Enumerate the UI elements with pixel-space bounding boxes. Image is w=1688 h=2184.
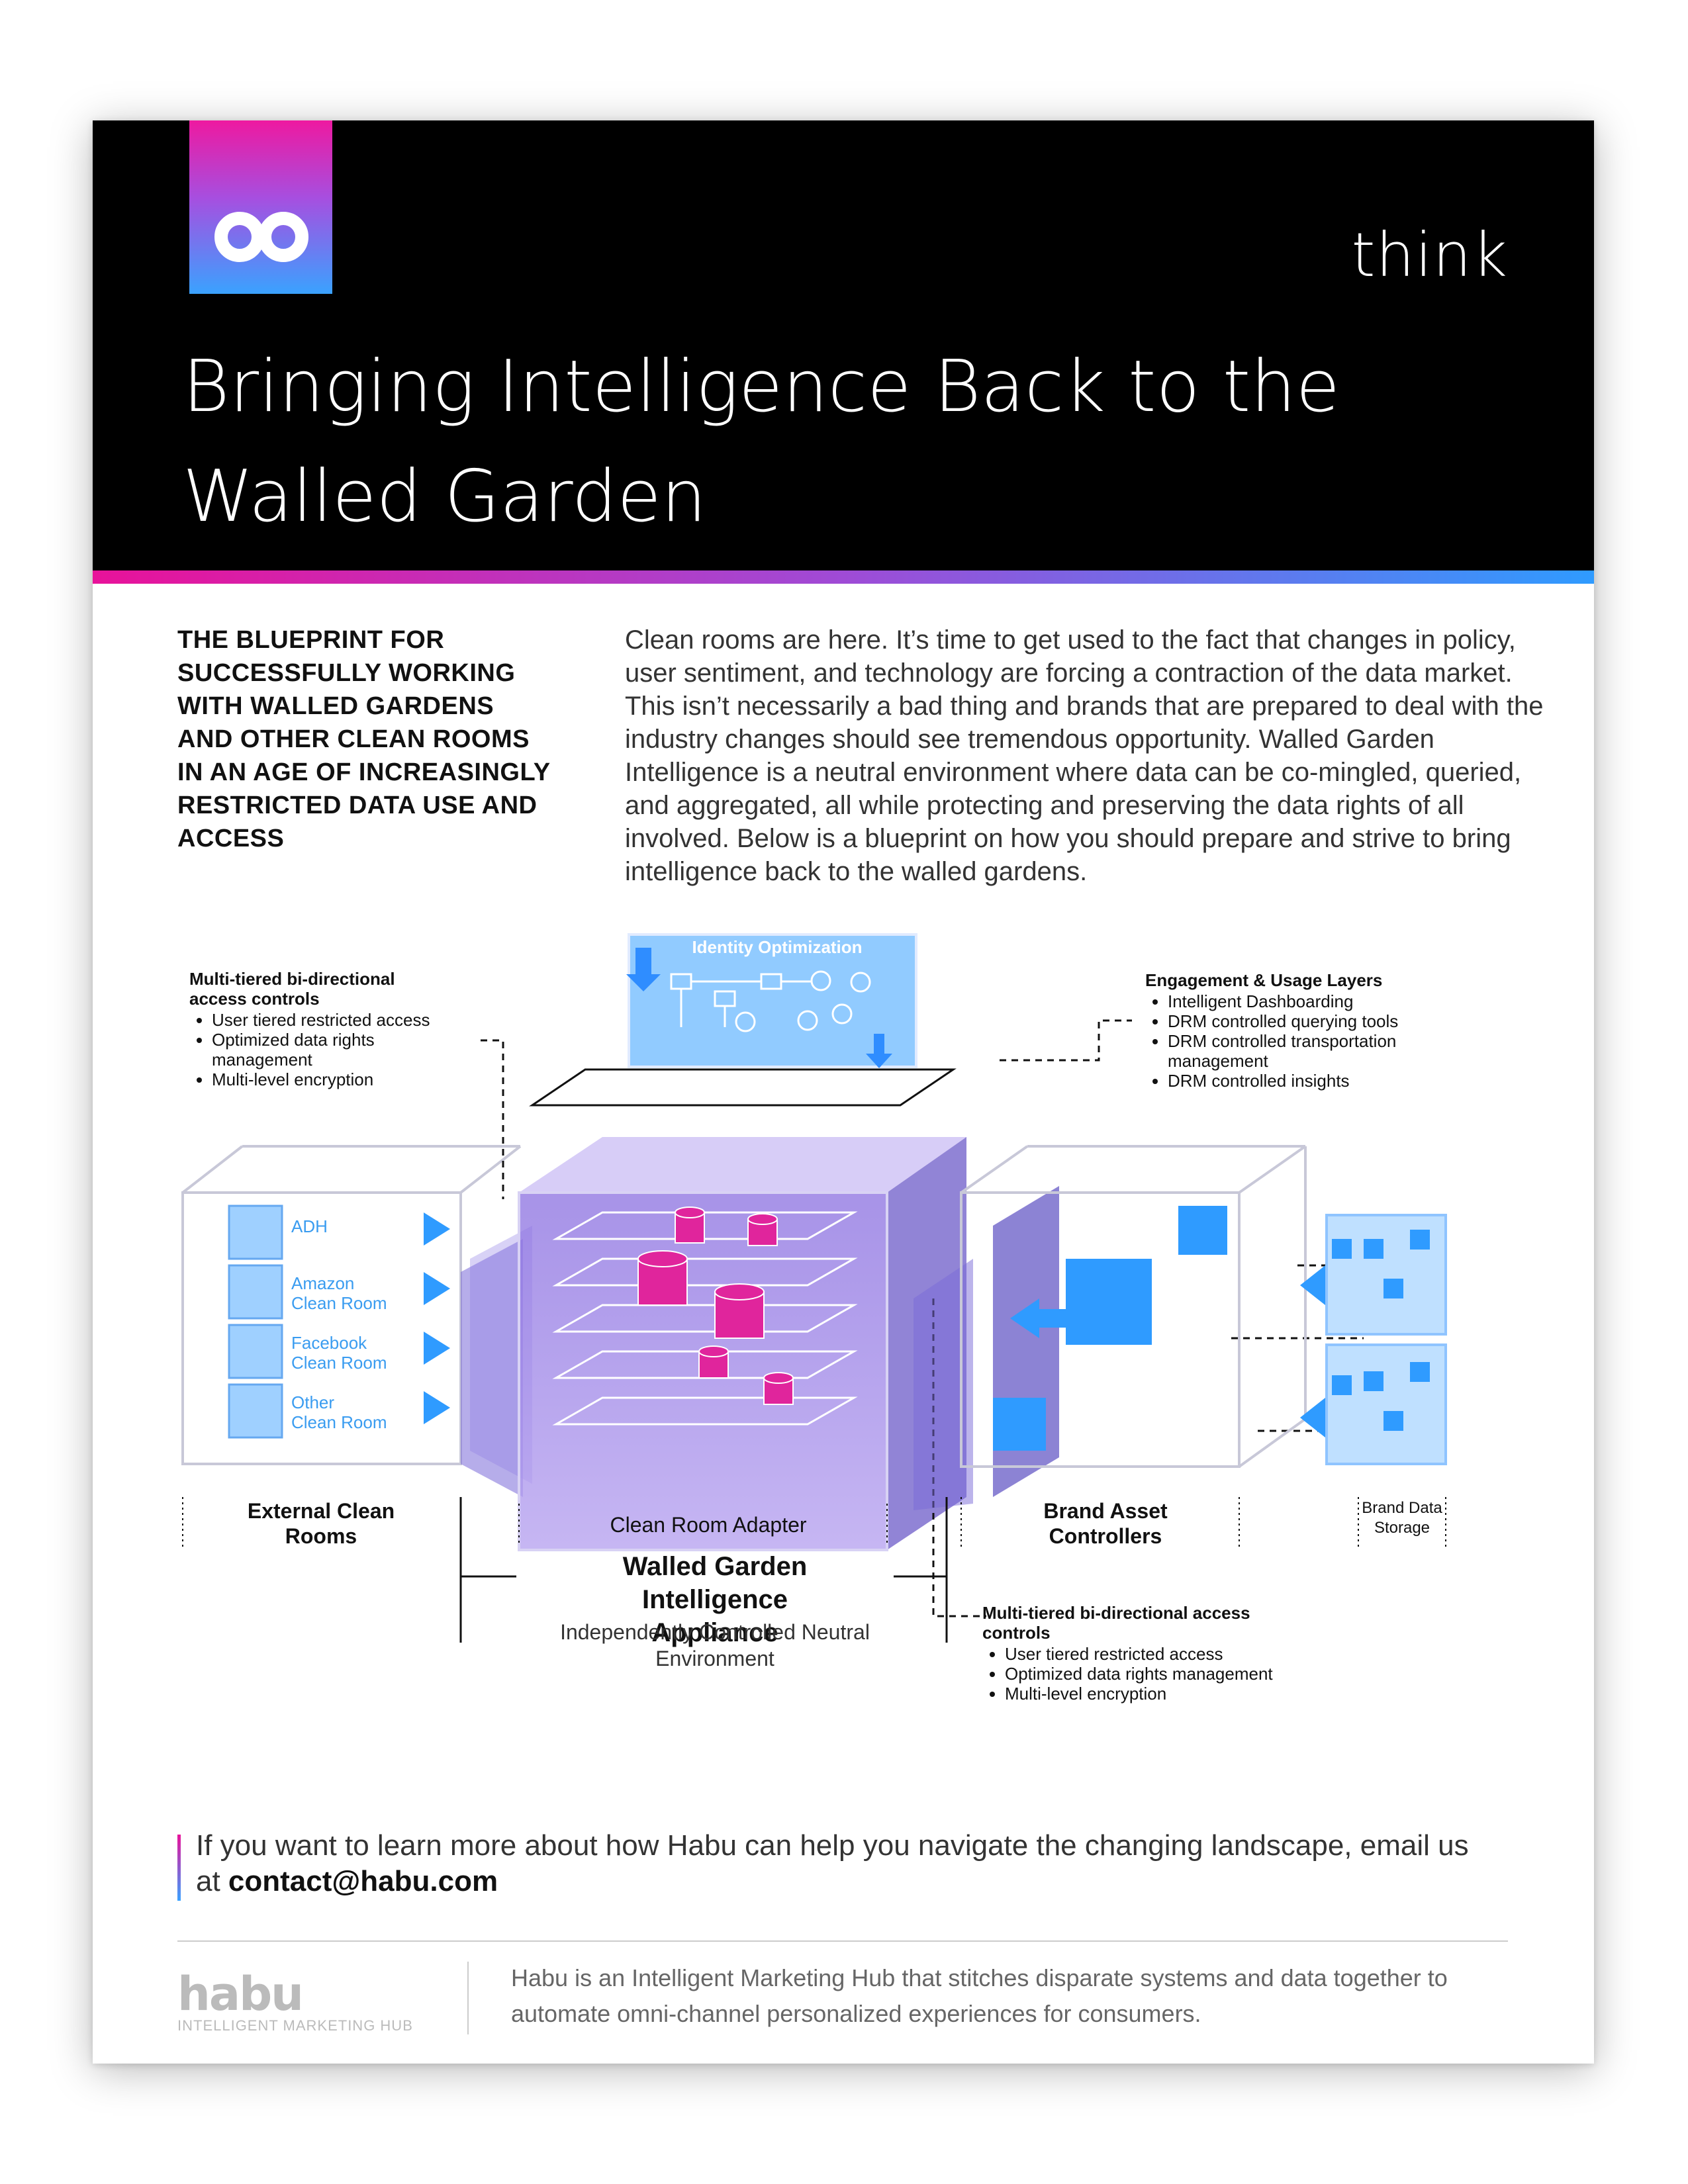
adapter-plates-left [461, 1226, 532, 1497]
label-brackets [459, 1497, 948, 1643]
callout-engagement-usage: Engagement & Usage Layers Intelligent Da… [1145, 970, 1456, 1091]
intro-paragraph: Clean rooms are here. It’s time to get u… [625, 625, 1544, 886]
think-wordmark: think [1351, 220, 1508, 291]
gradient-divider [93, 570, 1594, 584]
dotted-brackets [182, 1497, 1446, 1550]
callout-item: DRM controlled transportation management [1168, 1031, 1456, 1071]
callout-heading: Multi-tiered bi-directional access contr… [982, 1603, 1250, 1643]
cta-text: If you want to learn more about how Habu… [196, 1829, 1469, 1897]
callout-item: User tiered restricted access [1005, 1644, 1287, 1664]
callout-item: Optimized data rights management [1005, 1664, 1287, 1684]
appliance-title: Walled Garden Intelligence Appliance [622, 1552, 808, 1647]
cta-message: If you want to learn more about how Habu… [196, 1828, 1493, 1899]
callout-access-controls-bottom: Multi-tiered bi-directional access contr… [982, 1603, 1287, 1704]
blueprint-heading: THE BLUEPRINT FOR SUCCESSFULLY WORKING W… [177, 626, 550, 852]
clean-room-icons [228, 1205, 450, 1439]
callout-item: Multi-level encryption [1005, 1684, 1287, 1704]
callout-item: DRM controlled insights [1168, 1071, 1456, 1091]
callout-item: Intelligent Dashboarding [1168, 991, 1456, 1011]
habu-logo-badge [189, 120, 332, 294]
page-title-line-2: Walled Garden [183, 455, 707, 538]
page-title: Bringing Intelligence Back to the Walled… [183, 332, 1507, 552]
identity-optimization-label: Identity Optimization [692, 937, 863, 957]
walled-garden-diagram: Identity Optimization Multi-tiered bi-di… [93, 928, 1594, 1762]
diagram-illustration [181, 933, 1447, 1643]
infinity-icon [214, 212, 308, 262]
callout-item: DRM controlled querying tools [1168, 1011, 1456, 1031]
clean-room-label-amazon: Amazon Clean Room [291, 1273, 387, 1313]
callout-heading: Engagement & Usage Layers [1145, 970, 1383, 990]
footer-description: Habu is an Intelligent Marketing Hub tha… [511, 1964, 1448, 2027]
clean-room-label-adh: ADH [291, 1216, 328, 1236]
callout-item: User tiered restricted access [212, 1010, 454, 1030]
cta-accent-bar [177, 1835, 181, 1901]
habu-tagline: INTELLIGENT MARKETING HUB [177, 2017, 413, 2034]
engagement-layer-plane [529, 1068, 957, 1107]
contact-email-link[interactable]: contact@habu.com [228, 1865, 498, 1897]
page-title-line-1: Bringing Intelligence Back to the [183, 345, 1340, 428]
footer-divider-line [177, 1940, 1508, 1942]
callout-item: Optimized data rights management [212, 1030, 454, 1069]
label-brand-data-storage: Brand Data Storage [1362, 1499, 1442, 1537]
identity-optimization-panel [626, 933, 917, 1068]
document-page: think Bringing Intelligence Back to the … [93, 120, 1594, 2064]
header-banner [93, 120, 1594, 570]
callout-item: Multi-level encryption [212, 1069, 454, 1089]
footer-vertical-divider [467, 1962, 469, 2034]
habu-logo: habu [177, 1967, 304, 2021]
label-brand-asset-controllers: Brand Asset Controllers [1043, 1499, 1168, 1548]
appliance-subtitle: Independently Controlled Neutral Environ… [560, 1620, 870, 1670]
brand-data-storage-cubes [1300, 1214, 1447, 1465]
callout-access-controls-left: Multi-tiered bi-directional access contr… [189, 969, 454, 1089]
clean-room-label-facebook: Facebook Clean Room [291, 1333, 387, 1373]
clean-room-label-other: Other Clean Room [291, 1392, 387, 1432]
brand-asset-controllers-box [960, 1145, 1307, 1468]
callout-heading: Multi-tiered bi-directional access contr… [189, 969, 395, 1009]
database-cylinders [637, 1206, 794, 1405]
label-external-clean-rooms: External Clean Rooms [247, 1499, 395, 1548]
label-clean-room-adapter: Clean Room Adapter [610, 1513, 807, 1537]
appliance-cube [518, 1137, 966, 1551]
